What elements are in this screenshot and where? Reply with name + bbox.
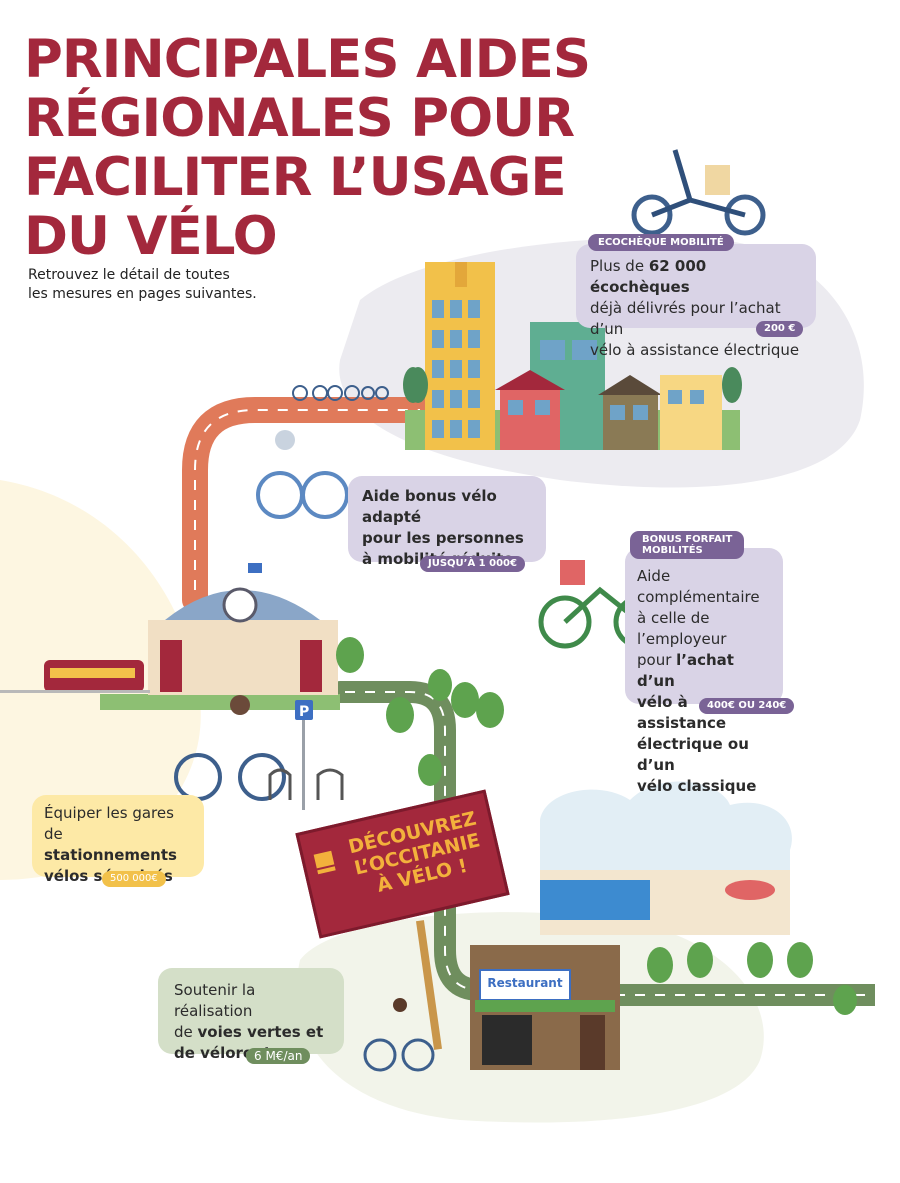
- ecocheque-card: Plus de 62 000 écochèques déjà délivrés …: [576, 244, 816, 359]
- voies-card: Soutenir la réalisation de voies vertes …: [158, 968, 344, 1062]
- bicycle-icon: [631, 149, 766, 236]
- ecocheque-line3: vélo à assistance électrique: [590, 341, 800, 359]
- gares-line1: Équiper les gares: [44, 804, 174, 822]
- forfait-line5: électrique ou d’un: [637, 735, 749, 774]
- ecocheque-line2: déjà délivrés pour l’achat d’un: [590, 299, 781, 338]
- forfait-line3: pour l’achat d’un: [637, 651, 734, 690]
- gares-line2: de stationnements: [44, 825, 177, 864]
- forfait-line1: Aide complémentaire: [637, 567, 760, 606]
- ecocheque-price: 200 €: [756, 321, 804, 337]
- region-logo-icon: [313, 850, 336, 875]
- forfait-tag: BONUS FORFAIT MOBILITÉS: [630, 531, 745, 559]
- forfait-line6: vélo classique: [637, 777, 757, 795]
- restaurant-building: [470, 945, 620, 1070]
- restaurant-label: Restaurant: [487, 976, 563, 990]
- forfait-line4: vélo à assistance: [637, 693, 727, 732]
- svg-text:P: P: [299, 704, 309, 720]
- bonus-adapte-line2: pour les personnes: [362, 529, 524, 547]
- sign-text: DÉCOUVREZ L’OCCITANIE À VÉLO !: [346, 807, 483, 897]
- forfait-price: 400€ OU 240€: [699, 698, 795, 714]
- bonus-adapte-price: JUSQU’À 1 000€: [420, 556, 525, 572]
- forfait-card: Aide complémentaire à celle de l’employe…: [625, 548, 783, 795]
- train-icon: [0, 660, 150, 693]
- voies-line1: Soutenir la réalisation: [174, 981, 256, 1020]
- parking-icon: [295, 700, 313, 720]
- page-title: PRINCIPALES AIDES RÉGIONALES POUR FACILI…: [24, 29, 591, 267]
- voies-price: 6 M€/an: [246, 1048, 311, 1064]
- cyclist-icon: [292, 385, 389, 401]
- page-subtitle: Retrouvez le détail de toutes les mesure…: [28, 267, 257, 302]
- gift-icon: [560, 560, 585, 585]
- ecocheque-line1: Plus de 62 000 écochèques: [590, 257, 707, 296]
- forfait-line2: à celle de l’employeur: [637, 609, 727, 648]
- ecocheque-tag: ECOCHÈQUE MOBILITÉ: [588, 234, 734, 251]
- decouvrez-sign: DÉCOUVREZ L’OCCITANIE À VÉLO !: [295, 789, 510, 939]
- beach-cloud: [540, 781, 792, 870]
- station-clock-icon: [222, 587, 258, 623]
- adapted-bike-icon: [256, 471, 349, 519]
- bonus-adapte-card: Aide bonus vélo adapté pour les personne…: [348, 476, 546, 568]
- bonus-adapte-line1: Aide bonus vélo adapté: [362, 487, 497, 526]
- train-station: [100, 563, 340, 710]
- flag-icon: [248, 563, 262, 573]
- gares-price: 500 000€: [102, 871, 166, 887]
- gares-card: Équiper les gares de stationnements vélo…: [32, 795, 204, 885]
- town-buildings: [405, 262, 742, 450]
- voies-line2: de voies vertes et: [174, 1023, 324, 1041]
